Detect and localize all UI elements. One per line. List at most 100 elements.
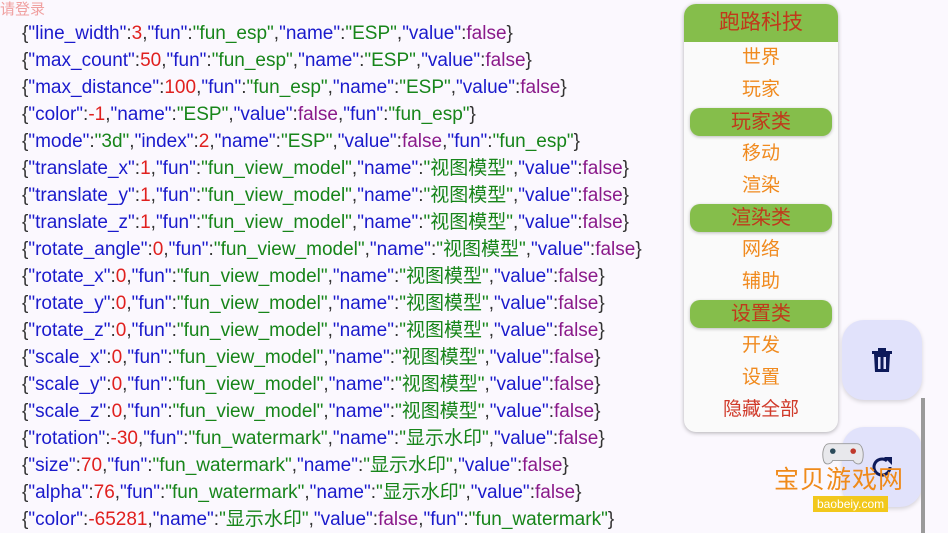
config-token: "mode" bbox=[28, 131, 90, 152]
config-token: "视图模型" bbox=[399, 266, 489, 287]
config-token: , bbox=[415, 50, 422, 71]
config-token: 0 bbox=[115, 266, 127, 287]
config-token: -65281 bbox=[88, 509, 148, 530]
category-render-button[interactable]: 渲染类 bbox=[690, 204, 832, 232]
config-token: : bbox=[88, 482, 94, 503]
config-token: "translate_z" bbox=[28, 212, 135, 233]
config-token: : bbox=[393, 293, 400, 314]
config-token: : bbox=[418, 158, 424, 179]
menu-item-develop[interactable]: 开发 bbox=[741, 335, 780, 356]
config-token: { bbox=[22, 455, 29, 476]
config-token: , bbox=[327, 428, 333, 449]
config-token: "ESP" bbox=[364, 50, 416, 71]
hide-all-button[interactable]: 隐藏全部 bbox=[722, 399, 799, 420]
config-token: , bbox=[488, 428, 494, 449]
category-player-button[interactable]: 玩家类 bbox=[690, 108, 832, 136]
config-token: "name" bbox=[332, 293, 394, 314]
config-token: , bbox=[147, 509, 153, 530]
config-token: , bbox=[126, 293, 132, 314]
config-token: : bbox=[552, 293, 559, 314]
config-token: "translate_x" bbox=[28, 158, 135, 179]
config-token: false bbox=[520, 77, 561, 98]
menu-item-settings[interactable]: 设置 bbox=[741, 367, 780, 388]
config-token: , bbox=[292, 50, 299, 71]
config-line: {"rotate_y":0,"fun":"fun_view_model","na… bbox=[22, 290, 642, 317]
config-token: "value" bbox=[493, 428, 553, 449]
config-token: , bbox=[332, 131, 338, 152]
config-token: false bbox=[485, 50, 526, 71]
config-token: : bbox=[134, 50, 141, 71]
config-token: "value" bbox=[518, 185, 578, 206]
category-settings-button[interactable]: 设置类 bbox=[690, 300, 832, 328]
config-token: "fun" bbox=[155, 185, 196, 206]
config-token: , bbox=[484, 374, 490, 395]
config-token: , bbox=[161, 50, 167, 71]
config-token: "视图模型" bbox=[399, 293, 489, 314]
config-token: "value" bbox=[518, 158, 578, 179]
config-token: , bbox=[308, 509, 314, 530]
config-token: : bbox=[171, 266, 177, 287]
config-token: "fun_view_model" bbox=[176, 320, 328, 341]
config-token: { bbox=[22, 50, 29, 71]
config-token: "fun_view_model" bbox=[172, 347, 324, 368]
config-token: "name" bbox=[214, 131, 276, 152]
config-token: : bbox=[147, 239, 153, 260]
config-token: "max_distance" bbox=[28, 77, 160, 98]
delete-button[interactable] bbox=[842, 320, 922, 400]
config-token: : bbox=[389, 401, 395, 422]
config-token: : bbox=[195, 158, 202, 179]
config-token: } bbox=[598, 293, 605, 314]
config-token: , bbox=[364, 239, 370, 260]
config-line: {"rotate_angle":0,"fun":"fun_view_model"… bbox=[22, 236, 642, 263]
config-token: "fun" bbox=[155, 158, 196, 179]
config-token: "视图模型" bbox=[423, 212, 514, 233]
config-token: , bbox=[105, 104, 111, 125]
menu-item-network[interactable]: 网络 bbox=[741, 239, 780, 260]
config-token: "name" bbox=[369, 239, 431, 260]
config-token: , bbox=[513, 185, 519, 206]
refresh-button[interactable] bbox=[842, 427, 922, 507]
menu-title[interactable]: 跑路科技 bbox=[684, 4, 838, 42]
config-line: {"line_width":3,"fun":"fun_esp","name":"… bbox=[22, 20, 642, 47]
config-token: , bbox=[484, 347, 490, 368]
config-token: "视图模型" bbox=[399, 320, 489, 341]
menu-item-render[interactable]: 渲染 bbox=[741, 175, 780, 196]
config-token: "value" bbox=[489, 374, 549, 395]
config-line: {"rotate_x":0,"fun":"fun_view_model","na… bbox=[22, 263, 642, 290]
menu-item-move[interactable]: 移动 bbox=[741, 143, 780, 164]
config-token: : bbox=[83, 104, 89, 125]
config-token: , bbox=[337, 104, 344, 125]
scrollbar[interactable] bbox=[921, 398, 925, 533]
config-token: : bbox=[372, 509, 379, 530]
config-token: } bbox=[607, 509, 615, 530]
config-token: "rotation" bbox=[28, 428, 106, 449]
config-token: : bbox=[213, 509, 220, 530]
config-token: } bbox=[622, 185, 629, 206]
config-token: "value" bbox=[421, 50, 481, 71]
config-token: , bbox=[129, 131, 135, 152]
config-token: "name" bbox=[332, 428, 394, 449]
config-token: "3d" bbox=[94, 131, 130, 152]
config-token: { bbox=[22, 401, 29, 422]
config-token: "fun" bbox=[131, 266, 172, 287]
config-token: : bbox=[83, 509, 89, 530]
config-token: "fun" bbox=[168, 239, 209, 260]
config-token: false bbox=[582, 212, 623, 233]
login-hint[interactable]: 请登录 bbox=[0, 1, 46, 18]
config-token: "name" bbox=[296, 455, 358, 476]
config-token: , bbox=[137, 428, 144, 449]
config-token: "显示水印" bbox=[363, 455, 453, 476]
config-token: : bbox=[134, 158, 141, 179]
config-token: , bbox=[488, 293, 495, 314]
menu-item-world[interactable]: 世界 bbox=[741, 47, 780, 68]
config-token: : bbox=[167, 401, 173, 422]
config-token: 1 bbox=[140, 212, 151, 233]
menu-item-assist[interactable]: 辅助 bbox=[741, 271, 780, 292]
config-token: "value" bbox=[518, 212, 578, 233]
config-token: "fun_esp" bbox=[192, 23, 274, 44]
menu-item-player[interactable]: 玩家 bbox=[741, 79, 780, 100]
config-line: {"rotation":-30,"fun":"fun_watermark","n… bbox=[22, 425, 642, 452]
config-token: "fun" bbox=[147, 23, 188, 44]
config-token: "value" bbox=[313, 509, 373, 530]
config-token: "fun_view_model" bbox=[176, 266, 328, 287]
